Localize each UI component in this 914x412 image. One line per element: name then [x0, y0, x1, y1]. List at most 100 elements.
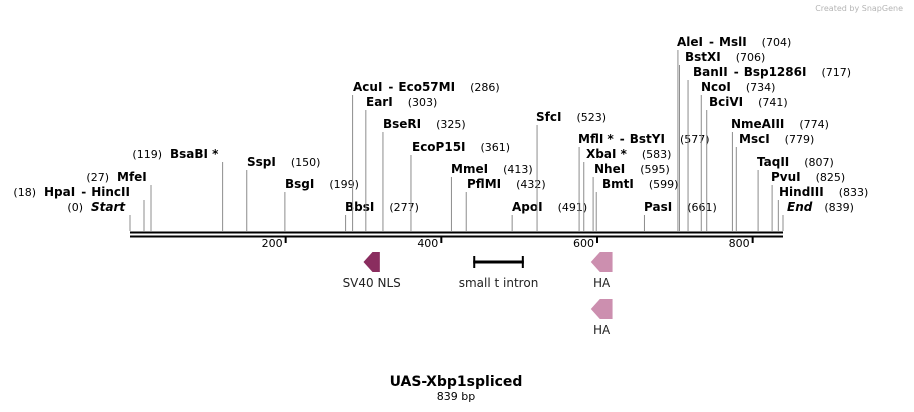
restriction-site: HindIII(833): [777, 185, 869, 231]
feature-bar: [473, 260, 524, 264]
restriction-site: BbsI(277): [345, 200, 419, 231]
site-name: SfcI: [536, 110, 561, 124]
restriction-site: BmtI (599): [595, 177, 679, 231]
restriction-site: BciVI(741): [706, 95, 788, 231]
site-name-isoschizomer: Bsp1286I: [744, 65, 807, 79]
site-name: BmtI: [602, 177, 634, 191]
site-position: (717): [821, 66, 851, 79]
site-name: EcoP15I: [412, 140, 466, 154]
site-position: (277): [389, 201, 419, 214]
site-name: BseRI: [383, 117, 421, 131]
site-name-isoschizomer: End: [787, 200, 813, 214]
site-position: (27): [86, 171, 109, 184]
ruler-tick-label: 600: [573, 237, 594, 250]
sequence-length: 839 bp: [437, 390, 475, 403]
restriction-site: End (839): [782, 200, 854, 231]
site-name: HpaI: [44, 185, 75, 199]
feature-label: HA: [593, 323, 611, 337]
site-position: (432): [516, 178, 546, 191]
feature-label: SV40 NLS: [343, 276, 401, 290]
site-name-isoschizomer: MslI: [719, 35, 747, 49]
site-name: BsgI: [285, 177, 314, 191]
restriction-site: PasI (661): [643, 200, 717, 231]
restriction-site: BstXI(706): [678, 50, 765, 231]
restriction-site: PvuI (825): [771, 170, 845, 231]
restriction-site: Start(0): [67, 200, 131, 231]
restriction-sites: Start(0)HpaI-HincII(18)MfeI(27)BsaBI *(1…: [13, 35, 868, 231]
site-position: (825): [816, 171, 846, 184]
restriction-site: MscI(779): [735, 132, 814, 231]
site-name: NcoI: [701, 80, 731, 94]
site-name-isoschizomer: HincII: [91, 185, 130, 199]
site-position: (199): [329, 178, 359, 191]
feature-bar-cap: [521, 256, 524, 268]
restriction-site: BsaBI * (119): [132, 147, 224, 231]
site-name: PasI: [644, 200, 672, 214]
site-name-isoschizomer: BstYI: [630, 132, 665, 146]
site-name: MfeI: [117, 170, 147, 184]
site-position: (595): [640, 163, 670, 176]
site-position: (286): [470, 81, 500, 94]
site-position: (303): [408, 96, 438, 109]
site-position: (839): [824, 201, 854, 214]
site-position: (704): [762, 36, 792, 49]
site-position: (491): [558, 201, 588, 214]
site-position: (599): [649, 178, 679, 191]
restriction-site: BsgI (199): [284, 177, 359, 231]
restriction-site: PflMI(432): [465, 177, 546, 231]
restriction-site: ApoI(491): [511, 200, 588, 231]
restriction-site: NheI (595): [592, 162, 670, 231]
site-name: PvuI: [771, 170, 801, 184]
restriction-site: BseRI (325): [382, 117, 466, 231]
site-name: NheI: [594, 162, 625, 176]
site-position: (325): [436, 118, 466, 131]
site-position: (150): [291, 156, 321, 169]
site-name: BstXI: [685, 50, 721, 64]
ruler-tick-label: 200: [262, 237, 283, 250]
site-position: (523): [576, 111, 606, 124]
restriction-site: AleI - MslI (704): [677, 35, 791, 231]
site-position: (741): [758, 96, 788, 109]
restriction-site: SspI (150): [246, 155, 321, 231]
restriction-site: EarI (303): [365, 95, 438, 231]
site-name: AcuI: [353, 80, 382, 94]
feature-arrow: [363, 252, 380, 272]
site-name: XbaI *: [586, 147, 628, 161]
restriction-site: XbaI *(583): [583, 147, 671, 231]
site-name: EarI: [366, 95, 393, 109]
site-name: MflI *: [578, 132, 614, 146]
feature-label: HA: [593, 276, 611, 290]
site-name: AleI: [677, 35, 703, 49]
snapgene-credit: Created by SnapGene: [815, 4, 903, 13]
ruler-tick-label: 400: [417, 237, 438, 250]
restriction-site: MfeI (27): [86, 170, 152, 231]
restriction-site: HpaI-HincII (18): [13, 185, 145, 231]
ruler-ticks: 200 400 600 800: [262, 237, 754, 250]
site-position: (119): [132, 148, 162, 161]
site-position: (577): [680, 133, 710, 146]
site-position: (807): [804, 156, 834, 169]
feature-label: small t intron: [459, 276, 539, 290]
site-name-separator: -: [388, 80, 393, 94]
feature: SV40 NLS: [343, 252, 401, 290]
feature: small t intron: [459, 256, 539, 290]
site-name-separator: -: [734, 65, 739, 79]
site-position: (833): [839, 186, 869, 199]
site-name-isoschizomer: Eco57MI: [398, 80, 455, 94]
site-name: MmeI: [451, 162, 488, 176]
site-position: (0): [67, 201, 83, 214]
site-name-separator: -: [81, 185, 86, 199]
site-position: (661): [687, 201, 717, 214]
ruler-tick-label: 800: [729, 237, 750, 250]
site-position: (361): [481, 141, 511, 154]
site-name: SspI: [247, 155, 276, 169]
feature-arrow: [590, 252, 613, 272]
restriction-site: BanII-Bsp1286I (717): [687, 65, 851, 231]
site-name: BanII: [693, 65, 728, 79]
map-title: UAS-Xbp1spliced: [390, 374, 523, 390]
site-position: (18): [13, 186, 36, 199]
feature-bar-cap: [473, 256, 476, 268]
site-name: BsaBI *: [170, 147, 219, 161]
